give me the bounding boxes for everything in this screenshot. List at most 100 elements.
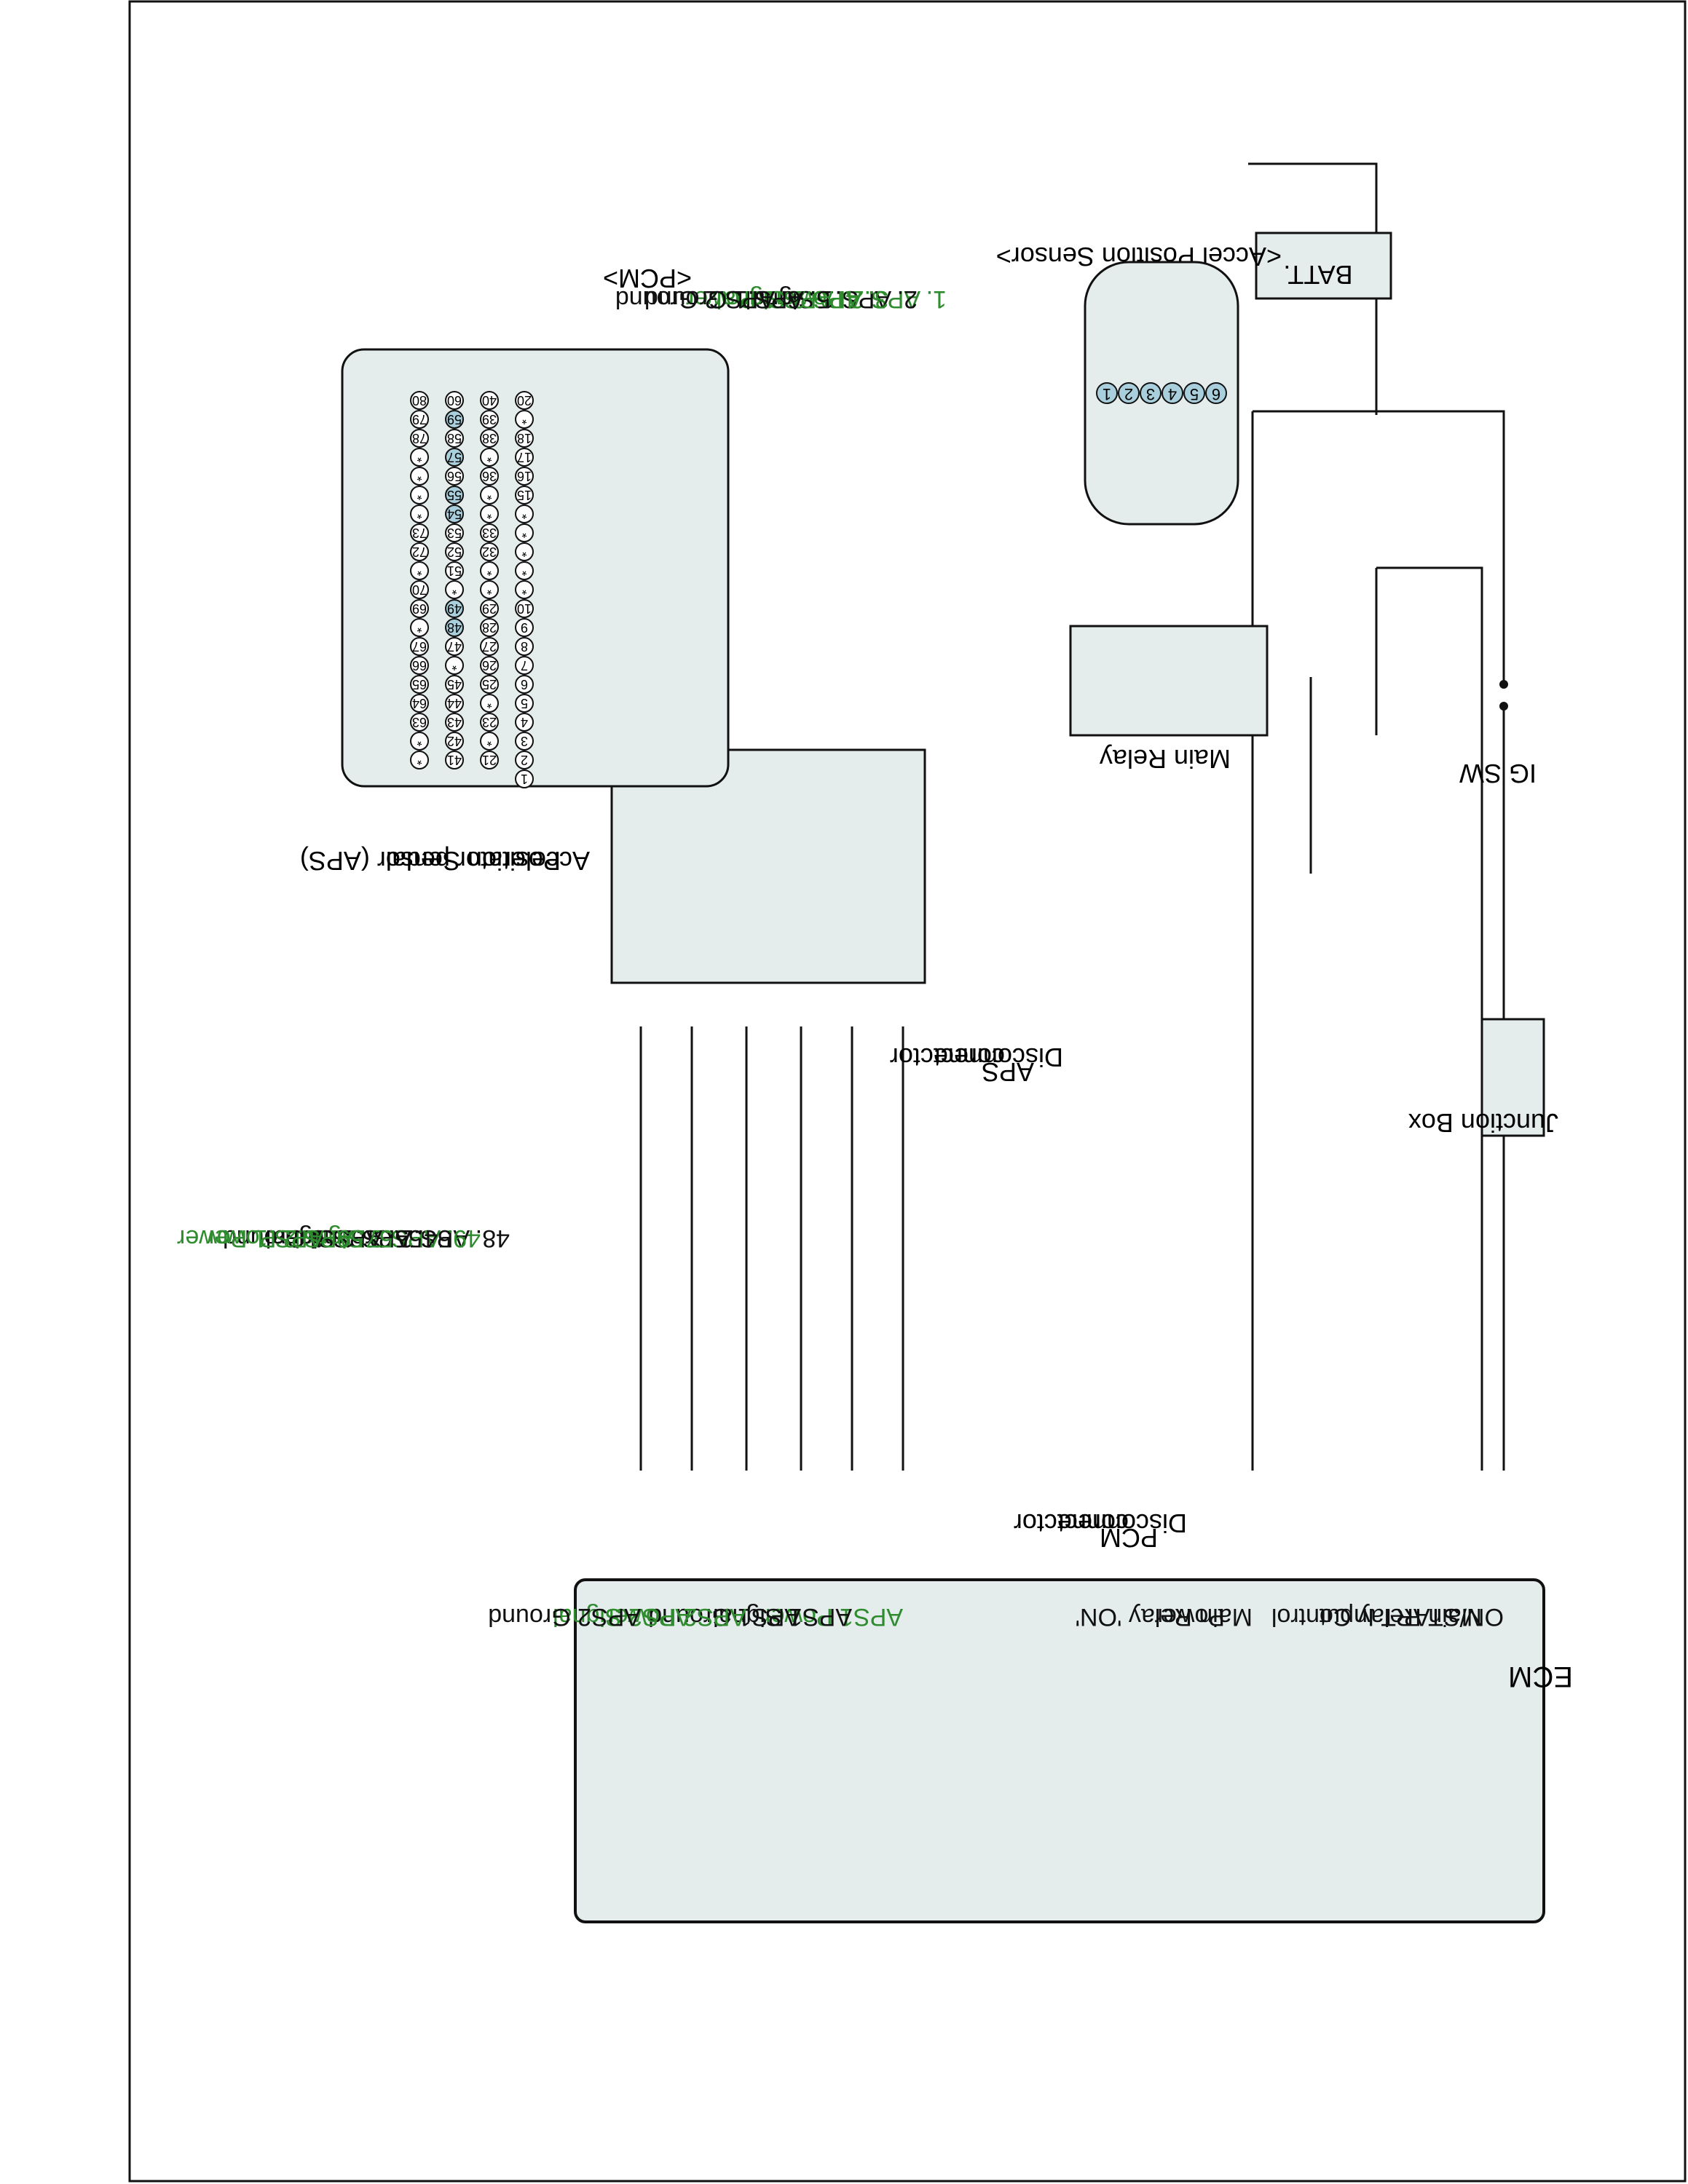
- pcm-pin-number: 6: [521, 677, 528, 692]
- pcm-pin-number: *: [451, 658, 457, 673]
- ig-switch: IG SW: [1459, 680, 1537, 788]
- pcm-pin-number: *: [417, 507, 422, 521]
- battery: BATT.: [1255, 232, 1392, 300]
- pcm-pin: [515, 523, 534, 542]
- pcm-pin-number: 47: [447, 639, 462, 654]
- pcm-pin: [515, 694, 534, 713]
- pcm-pin: [410, 637, 429, 656]
- pcm-pin-number: 73: [412, 526, 427, 540]
- pcm-pin: [410, 486, 429, 505]
- pcm-pin-number: 42: [447, 734, 462, 748]
- pcm-pin: [445, 751, 464, 769]
- pcm-pin-number: *: [451, 582, 457, 597]
- pcm-pin-number: *: [486, 582, 492, 597]
- pcm-pin-number: 25: [482, 677, 497, 692]
- disconnect-aps: Disconnect APS connector: [890, 1042, 1063, 1087]
- pcm-pin-number: *: [521, 507, 526, 521]
- wires: [639, 162, 1505, 1471]
- pcm-pin: [515, 732, 534, 751]
- pcm-legend-item: 57. APS.2 Power: [206, 1224, 393, 1252]
- pcm-pin-number: *: [521, 563, 526, 578]
- pcm-pin: [410, 391, 429, 410]
- pcm-pin: [445, 542, 464, 561]
- pcm-pin-number: *: [417, 563, 422, 578]
- pcm-pin-number: *: [521, 545, 526, 559]
- pcm-pin: [480, 713, 499, 732]
- pcm-pin: [515, 486, 534, 505]
- pcm-pin: [410, 561, 429, 580]
- pcm-pin: [445, 656, 464, 675]
- pcm-pin-number: 3: [521, 734, 528, 748]
- aps-legend-item: 3. APS.2 Signal: [717, 285, 888, 313]
- pcm-pin-number: *: [417, 753, 422, 767]
- battery-label: BATT.: [1283, 260, 1352, 290]
- pcm-pin: [480, 505, 499, 523]
- pcm-legend-item: 55. APS.1 Ground: [223, 1224, 422, 1252]
- pcm-pin: [480, 448, 499, 467]
- pcm-pin-number: 66: [412, 658, 427, 673]
- pcm-pin: [480, 391, 499, 410]
- pcm-pin-number: *: [417, 469, 422, 483]
- pcm-pin: [445, 410, 464, 429]
- pcm-pin-number: 5: [521, 696, 528, 711]
- ecm-pin-label: APS1 Power: [762, 1603, 903, 1631]
- pcm-pin: [410, 580, 429, 599]
- aps-legend-item: 5. APS.1 Ground: [644, 285, 830, 313]
- ecm-pin-label: Main Relay 'ON': [1076, 1603, 1253, 1631]
- ecm-pin-label: APS1 Ground: [648, 1603, 801, 1631]
- pcm-pin: [515, 769, 534, 788]
- pcm-pin: [445, 618, 464, 637]
- pcm-connector-face: <PCM> 20*18171615*****10987654321403938*…: [177, 264, 730, 1252]
- pcm-legend-item: 59. APS.1 Power: [177, 1224, 364, 1252]
- pcm-pin: [445, 637, 464, 656]
- pcm-pin-number: 9: [521, 620, 528, 635]
- pcm-pin: [480, 618, 499, 637]
- pcm-pin-number: 58: [447, 431, 462, 446]
- pcm-pin: [480, 656, 499, 675]
- pcm-pin: [480, 732, 499, 751]
- aps-sensor-label-line1: Accelerator pedal: [386, 846, 590, 876]
- pcm-pin-number: *: [417, 488, 422, 502]
- junction-box: Junction Box: [1408, 1018, 1558, 1138]
- pcm-pin-number: *: [486, 563, 492, 578]
- pcm-pin-number: 70: [412, 582, 427, 597]
- pcm-pin-number: 23: [482, 715, 497, 729]
- pcm-pin-number: 55: [447, 488, 462, 502]
- pcm-pin-number: *: [417, 620, 422, 635]
- pcm-pin-number: 56: [447, 469, 462, 483]
- pcm-pin: [410, 656, 429, 675]
- pcm-pin: [445, 391, 464, 410]
- aps-legend-item: 6. APS.2 Ground: [615, 285, 801, 313]
- pcm-pin: [410, 675, 429, 694]
- pcm-pin-number: 28: [482, 620, 497, 635]
- pcm-pin: [480, 694, 499, 713]
- pcm-pin: [515, 561, 534, 580]
- aps-pin-number: 3: [1146, 385, 1155, 403]
- pcm-pin: [410, 732, 429, 751]
- aps-pin: [1118, 382, 1140, 404]
- pcm-pin: [480, 580, 499, 599]
- pcm-pin-number: 40: [482, 393, 497, 408]
- main-relay: Main Relay: [1069, 625, 1269, 774]
- pcm-pin-number: 36: [482, 469, 497, 483]
- pcm-pin-number: 80: [412, 393, 427, 408]
- disconnect-pcm-line3: connector: [1014, 1508, 1129, 1538]
- pcm-pin-number: 15: [517, 488, 532, 502]
- pcm-pin: [445, 713, 464, 732]
- pcm-pin: [515, 656, 534, 675]
- pcm-pin-number: 18: [517, 431, 532, 446]
- pcm-pin: [480, 561, 499, 580]
- pcm-pin: [515, 675, 534, 694]
- pcm-pin: [480, 675, 499, 694]
- pcm-pin-number: 72: [412, 545, 427, 559]
- pcm-pin: [480, 542, 499, 561]
- disconnect-pcm-line1: Disconnect: [1057, 1508, 1187, 1538]
- aps-pin: [1183, 382, 1205, 404]
- pcm-pin: [410, 694, 429, 713]
- pcm-pin: [445, 467, 464, 486]
- pcm-pin: [480, 410, 499, 429]
- rotated-diagram: BATT. Main Relay IG SW Junction Box Acce…: [177, 162, 1573, 1923]
